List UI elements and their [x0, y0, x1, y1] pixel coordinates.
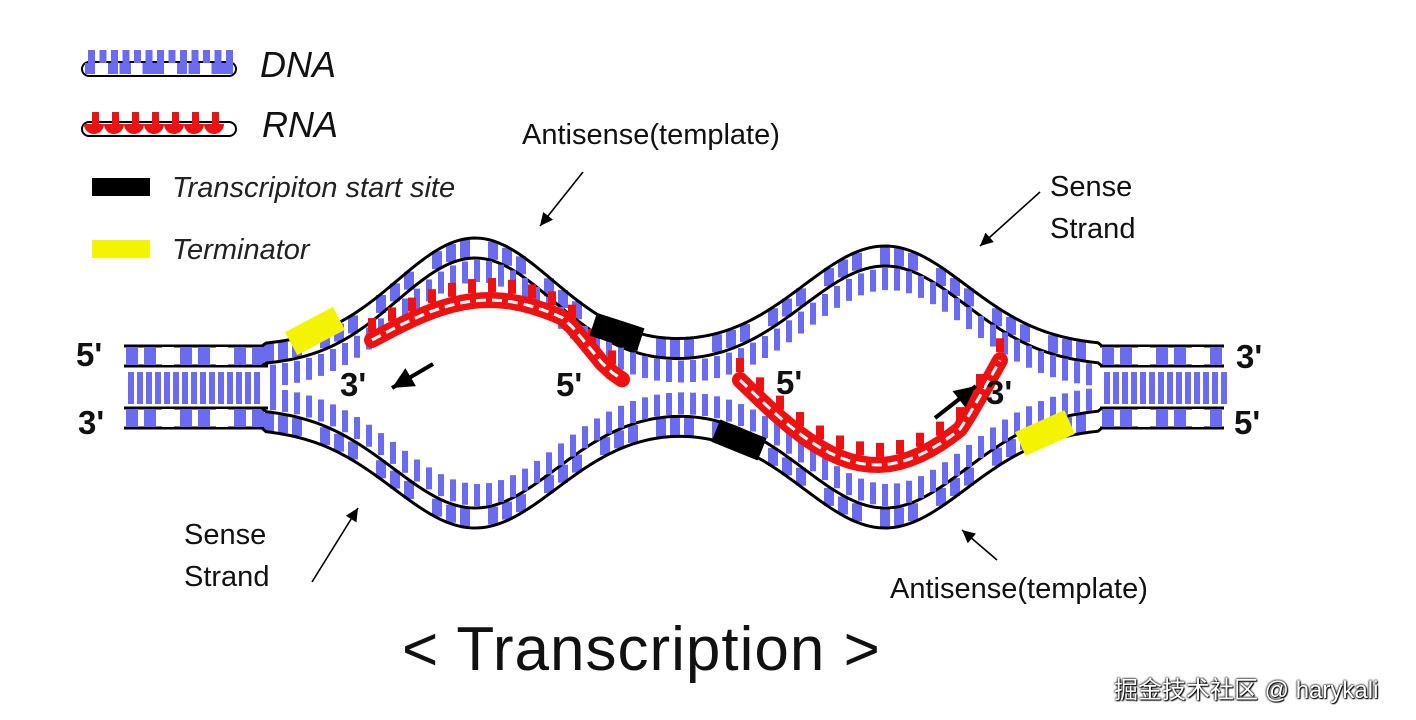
antisense-template-label-bottom: Antisense(template) [890, 573, 1148, 605]
rna1-5prime-label: 5' [556, 366, 583, 403]
pointer-sense-top [979, 191, 1041, 247]
right-top-3prime-label: 3' [1236, 338, 1263, 375]
sense-strand-label-top-line1: Sense [1050, 171, 1133, 203]
left-top-strand [124, 344, 268, 368]
rna2-5prime-label: 5' [776, 364, 803, 401]
legend-dna-label: DNA [260, 44, 337, 85]
pointer-antisense-top [539, 171, 584, 227]
right-bottom-strand [1100, 406, 1224, 430]
rna-direction-arrow-left [390, 362, 435, 390]
diagram-title: < Transcription > [402, 615, 881, 684]
sense-strand-label-bottom-line1: Sense [184, 519, 267, 551]
rna-direction-arrow-right [933, 384, 978, 420]
rna-transcript-left [364, 278, 630, 388]
transcription-start-site-right [711, 419, 767, 461]
watermark: 掘金技术社区 @ harykali [1114, 677, 1379, 704]
legend-start-site-label: Transcripiton start site [172, 172, 456, 204]
right-top-strand [1100, 344, 1224, 368]
left-base-pair-rungs [128, 372, 260, 404]
left-bottom-3prime-label: 3' [78, 404, 105, 441]
left-top-5prime-label: 5' [76, 336, 103, 373]
legend-rna-icon [81, 112, 237, 137]
right-base-pair-rungs [1104, 372, 1227, 404]
left-bottom-strand [124, 406, 268, 430]
pointer-sense-bottom [311, 507, 359, 583]
rna2-3prime-label: 3' [986, 374, 1013, 411]
legend-dna-icon [81, 50, 237, 77]
bottom-strand-curve [260, 406, 1103, 530]
right-bottom-5prime-label: 5' [1234, 404, 1261, 441]
pointer-antisense-bottom [961, 529, 998, 561]
legend-rna-label: RNA [262, 104, 339, 145]
rna-transcript-right [732, 338, 1008, 473]
transcription-start-site-left [589, 312, 645, 352]
legend-terminator-label: Terminator [172, 234, 310, 266]
sense-strand-label-bottom-line2: Strand [184, 561, 270, 593]
sense-strand-label-top-line2: Strand [1050, 213, 1136, 245]
legend-terminator-swatch [92, 240, 150, 258]
terminator-left [285, 306, 345, 356]
legend-start-site-swatch [92, 178, 150, 196]
rna1-3prime-label: 3' [340, 366, 367, 403]
antisense-template-label-top: Antisense(template) [522, 119, 780, 151]
top-strand-curve [261, 236, 1103, 368]
terminator-right [1015, 410, 1075, 456]
